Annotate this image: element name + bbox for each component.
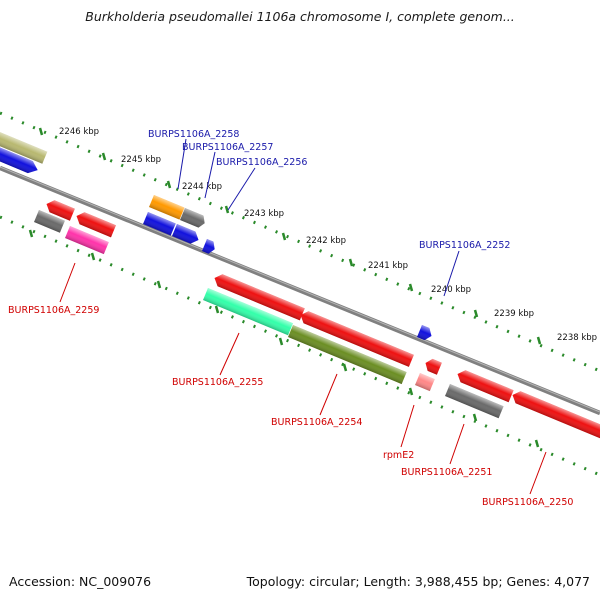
gene-blue-2258b[interactable] — [172, 224, 201, 246]
leader-lines-plus — [177, 138, 460, 297]
gene-label-2254[interactable]: BURPS1106A_2254 — [271, 417, 362, 428]
gene-gray-2257[interactable] — [180, 208, 207, 229]
gene-olive-2254[interactable] — [288, 325, 407, 385]
accession-text: Accession: NC_009076 — [9, 574, 152, 589]
map-title: Burkholderia pseudomallei 1106a chromoso… — [85, 9, 515, 24]
kbp-label-2243: 2243 kbp — [244, 209, 284, 219]
major-ticks — [38, 127, 542, 345]
gene-red-2250[interactable] — [510, 389, 600, 444]
gene-blue-left[interactable] — [0, 145, 40, 176]
kbp-label-2242: 2242 kbp — [306, 236, 346, 246]
outer-tick-track — [0, 111, 600, 373]
leader-lines-minus — [59, 262, 547, 495]
kbp-label-2240: 2240 kbp — [431, 285, 471, 295]
kbp-label-2244: 2244 kbp — [182, 182, 222, 192]
chromosome-backbone — [0, 165, 600, 416]
gene-red-2259a[interactable] — [44, 198, 75, 221]
gene-salmon-rpmE2[interactable] — [415, 373, 435, 392]
gene-label-2255[interactable]: BURPS1106A_2255 — [172, 377, 263, 388]
inner-tick-track — [0, 215, 600, 477]
gene-pink-2259[interactable] — [65, 226, 109, 255]
kbp-label-2241: 2241 kbp — [368, 261, 408, 271]
gene-label-2257[interactable]: BURPS1106A_2257 — [182, 142, 273, 153]
gene-red-2259b[interactable] — [74, 210, 116, 238]
inner-major-ticks — [28, 229, 540, 448]
gene-blue-2258a[interactable] — [143, 212, 176, 236]
gene-label-2258[interactable]: BURPS1106A_2258 — [148, 129, 239, 140]
gene-red-rpmE2[interactable] — [423, 357, 442, 375]
gene-gray-2251[interactable] — [445, 384, 504, 419]
gene-khaki[interactable] — [0, 128, 48, 164]
gene-orange[interactable] — [149, 195, 185, 220]
kbp-label-2239: 2239 kbp — [494, 309, 534, 319]
gene-red-2254[interactable] — [298, 309, 414, 367]
gene-gray-2259[interactable] — [34, 210, 65, 233]
kbp-label-2246: 2246 kbp — [59, 127, 99, 137]
backbone-highlight — [0, 166, 600, 413]
gene-label-2252[interactable]: BURPS1106A_2252 — [419, 240, 510, 251]
gene-label-2250[interactable]: BURPS1106A_2250 — [482, 497, 573, 508]
gene-red-2251[interactable] — [455, 368, 514, 403]
topology-summary: Topology: circular; Length: 3,988,455 bp… — [246, 574, 590, 589]
kbp-label-2245: 2245 kbp — [121, 155, 161, 165]
gene-label-2251[interactable]: BURPS1106A_2251 — [401, 467, 492, 478]
gene-red-2255[interactable] — [212, 272, 305, 321]
gene-blue-small[interactable] — [202, 239, 217, 255]
gene-label-2259[interactable]: BURPS1106A_2259 — [8, 305, 99, 316]
gene-label-rpmE2[interactable]: rpmE2 — [383, 450, 414, 461]
gene-label-2256[interactable]: BURPS1106A_2256 — [216, 157, 307, 168]
kbp-label-2238: 2238 kbp — [557, 333, 597, 343]
gene-blue-2252[interactable] — [417, 325, 434, 342]
gene-mint-2255[interactable] — [203, 288, 293, 336]
